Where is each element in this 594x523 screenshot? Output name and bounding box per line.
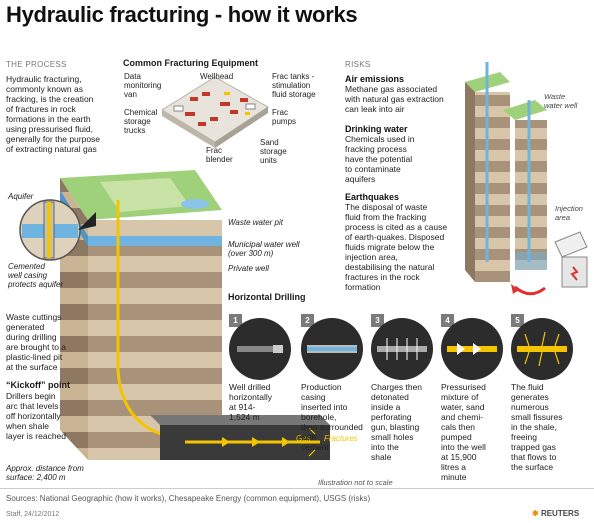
risks-heading: RISKS — [345, 60, 371, 69]
step-4-image — [441, 318, 503, 380]
risks-illustration — [465, 62, 588, 296]
label-gas: Gas — [296, 434, 311, 443]
reuters-dots-icon: ✱ — [532, 509, 539, 518]
sources: Sources: National Geographic (how it wor… — [6, 494, 371, 503]
step-1-image — [229, 318, 291, 380]
step-4-number: 4 — [441, 314, 454, 327]
step-5-number: 5 — [511, 314, 524, 327]
credit: Staff, 24/12/2012 — [6, 511, 60, 518]
footer-divider — [0, 488, 594, 489]
step-1-number: 1 — [229, 314, 242, 327]
label-private-well: Private well — [228, 264, 269, 273]
step-2-image — [301, 318, 363, 380]
label-fractures: Fractures — [324, 434, 358, 443]
equipment-heading: Common Fracturing Equipment — [123, 58, 258, 68]
process-heading: THE PROCESS — [6, 60, 67, 69]
scale-note: Illustration not to scale — [318, 478, 393, 487]
page-title: Hydraulic fracturing - how it works — [6, 2, 358, 27]
label-wellhead: Wellhead — [200, 72, 234, 81]
step-3-image — [371, 318, 433, 380]
cross-section-diagram — [19, 170, 330, 460]
label-aquifer: Aquifer — [8, 192, 34, 201]
brand-logo: ✱ REUTERS — [532, 509, 580, 518]
kickoff-heading: “Kickoff” point — [6, 380, 70, 390]
horizontal-heading: Horizontal Drilling — [228, 292, 306, 302]
step-3-number: 3 — [371, 314, 384, 327]
step-2-number: 2 — [301, 314, 314, 327]
label-municipal-well: Municipal water well(over 300 m) — [228, 240, 300, 258]
equipment-illustration — [161, 76, 269, 148]
label-waste-water-pit: Waste water pit — [228, 218, 283, 227]
step-5-image — [511, 318, 573, 380]
